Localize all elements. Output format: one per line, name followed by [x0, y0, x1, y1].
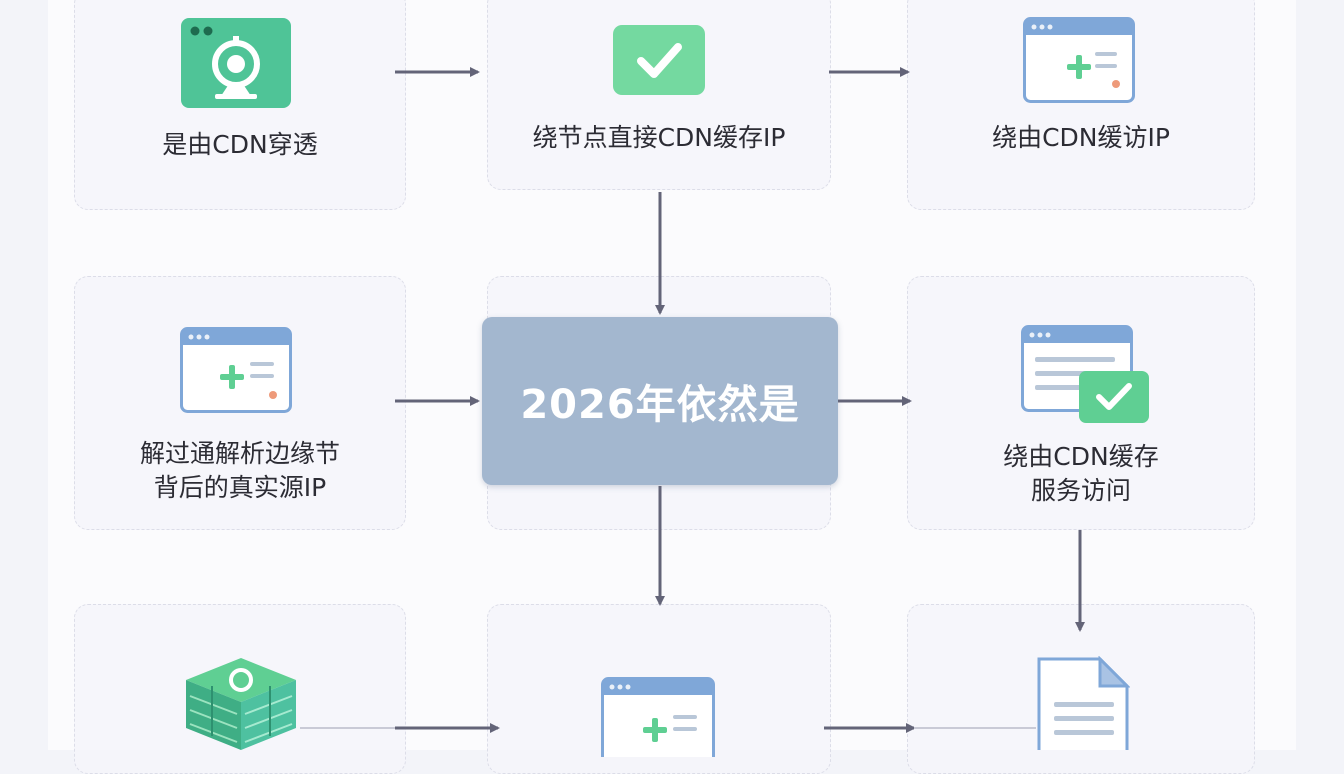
node-label-top-right: 绕由CDN缓访IP: [992, 123, 1170, 152]
checkmark-icon: [613, 25, 705, 99]
browser-window-icon: [1023, 17, 1135, 107]
node-label-middle-right: 绕由CDN缓存 服务访问: [1003, 442, 1159, 505]
webcam-icon: [181, 18, 291, 112]
node-label-middle-left: 解过通解析边缘节 背后的真实源IP: [139, 439, 340, 502]
node-label-top-middle: 绕节点直接CDN缓存IP: [532, 123, 786, 152]
document-icon: [1036, 655, 1131, 758]
central-node: 2026年依然是: [482, 317, 838, 485]
browser-window-icon: [601, 677, 715, 770]
browser-check-icon: [1021, 325, 1149, 429]
browser-window-icon: [180, 327, 292, 417]
node-label-top-left: 是由CDN穿透: [162, 130, 318, 159]
central-node-title: 2026年依然是: [520, 382, 800, 428]
server-stack-icon: [182, 656, 300, 754]
connector-arrows: [300, 67, 1085, 733]
